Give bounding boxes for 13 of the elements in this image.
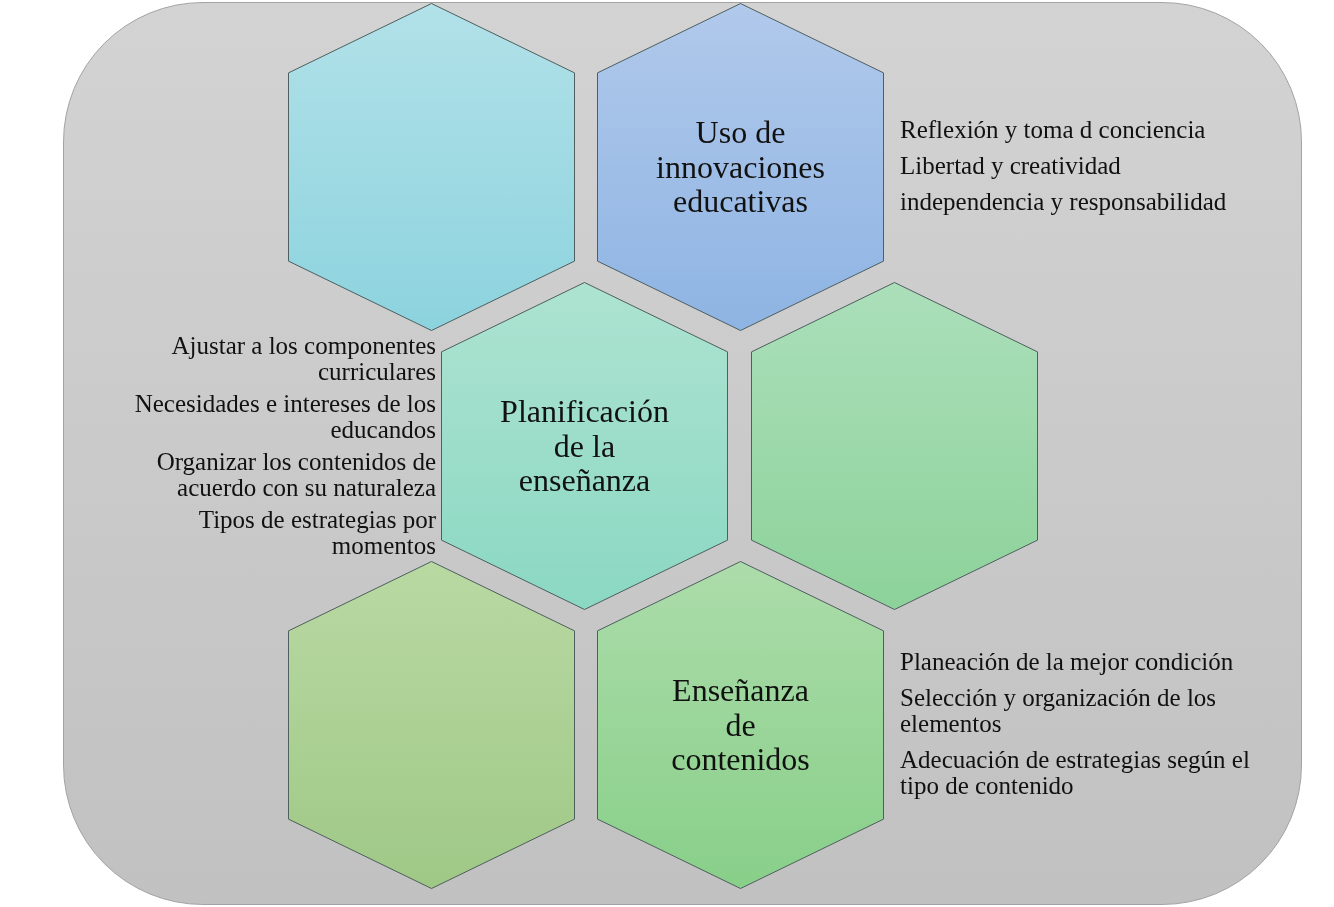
side-note-text: Adecuación de estrategias según el tipo de contenido bbox=[900, 747, 1251, 799]
side-note-text: Ajustar a los componentes curriculares bbox=[170, 333, 436, 385]
hexagon-label: Uso de innovaciones educativas bbox=[655, 115, 826, 219]
side-note-text: Reflexión y toma d conciencia bbox=[900, 117, 1207, 143]
hexagon-label: Enseñanza de contenidos bbox=[670, 673, 811, 777]
side-note-text: Necesidades e intereses de los educandos bbox=[133, 391, 436, 443]
side-note-text: Organizar los contenidos de acuerdo con su naturaleza bbox=[155, 449, 436, 501]
side-note-text: Planeación de la mejor condición bbox=[900, 649, 1235, 675]
side-note-text: Tipos de estrategias por momentos bbox=[197, 507, 436, 559]
side-note-text: Selección y organización de los elementos bbox=[900, 685, 1218, 737]
side-note-text: independencia y responsabilidad bbox=[900, 189, 1228, 215]
side-note-text: Libertad y creatividad bbox=[900, 153, 1122, 179]
hexagon-label: Planificación de la enseñanza bbox=[499, 394, 670, 498]
